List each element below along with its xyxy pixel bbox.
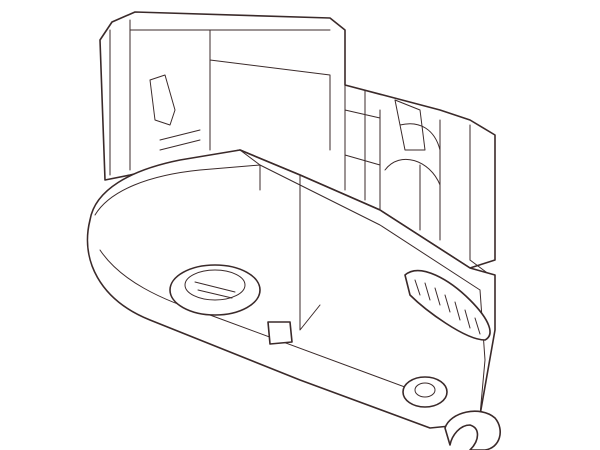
upper-housing bbox=[99, 11, 496, 321]
bottom-screw bbox=[402, 376, 448, 408]
indicator-tab bbox=[267, 321, 293, 345]
hook-clip bbox=[444, 410, 501, 450]
adjustment-wheel bbox=[404, 269, 491, 341]
screw-head bbox=[169, 264, 261, 316]
